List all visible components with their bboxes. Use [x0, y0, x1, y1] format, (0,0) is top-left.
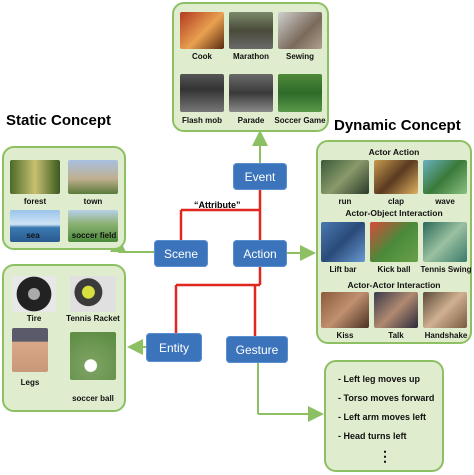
event-label-soccer-game: Soccer Game — [274, 116, 326, 125]
entity-label-legs: Legs — [20, 378, 40, 387]
dynamic-concept-heading: Dynamic Concept — [334, 117, 461, 134]
marathon-image — [229, 12, 273, 49]
entity-label-tennis-racket: Tennis Racket — [66, 314, 120, 323]
clap-image — [374, 160, 418, 194]
actor-action-title: Actor Action — [368, 147, 420, 157]
scene-label-forest: forest — [23, 197, 47, 206]
parade-image — [229, 74, 273, 112]
action-label-lift-bar: Lift bar — [329, 265, 357, 274]
entity-panel: Tire Tennis Racket Legs soccer ball — [2, 264, 126, 412]
tennis-swing-image — [423, 222, 467, 262]
static-concept-heading: Static Concept — [6, 112, 112, 129]
soccer-ball-image — [70, 332, 116, 380]
tennis-racket-image — [70, 276, 116, 312]
action-label-kick-ball: Kick ball — [377, 265, 411, 274]
forest-image — [10, 160, 60, 194]
actor-actor-title: Actor-Actor Interaction — [347, 280, 441, 290]
action-label-kiss: Kiss — [336, 331, 354, 340]
event-node: Event — [233, 163, 287, 190]
entity-label-soccer-ball: soccer ball — [72, 394, 114, 403]
tire-image — [12, 276, 56, 312]
town-image — [68, 160, 118, 194]
action-label-wave: wave — [435, 197, 455, 206]
sea-image — [10, 210, 60, 242]
action-label-handshake: Handshake — [424, 331, 468, 340]
hierarchy-links — [174, 190, 262, 336]
scene-node: Scene — [154, 240, 208, 267]
talk-image — [374, 292, 418, 328]
event-label-marathon: Marathon — [233, 52, 269, 61]
action-label-talk: Talk — [388, 331, 404, 340]
scene-panel: forest town — [2, 146, 126, 250]
action-label-tennis-swing: Tennis Swing — [420, 265, 472, 274]
gesture-node: Gesture — [226, 336, 288, 363]
scene-label-soccer-field: soccer field — [71, 231, 117, 240]
event-label-parade: Parade — [237, 116, 265, 125]
event-label-sewing: Sewing — [285, 52, 314, 61]
event-label-flash-mob: Flash mob — [181, 116, 222, 125]
legs-image — [12, 328, 48, 372]
entity-label-tire: Tire — [26, 314, 42, 323]
lift-bar-image — [321, 222, 365, 262]
sewing-image — [278, 12, 322, 49]
gesture-step-4: - Head turns left — [338, 431, 407, 441]
kiss-image — [321, 292, 369, 328]
flash-mob-image — [180, 74, 224, 112]
scene-label-sea: sea — [26, 231, 40, 240]
more-ellipsis-icon: ⋮ — [378, 448, 392, 464]
gesture-step-3: - Left arm moves left — [338, 412, 427, 422]
run-image — [321, 160, 369, 194]
event-panel: Cook Marathon Sewing Flash mob Parade So… — [172, 2, 329, 132]
gesture-step-2: - Torso moves forward — [338, 393, 435, 403]
scene-label-town: town — [83, 197, 103, 206]
entity-node: Entity — [146, 333, 202, 362]
action-node: Action — [233, 240, 287, 267]
cook-image — [180, 12, 224, 49]
attribute-label: “Attribute” — [194, 200, 241, 210]
wave-image — [423, 160, 467, 194]
action-panel: Actor Action run clap wave Actor-Object … — [316, 140, 472, 344]
soccer-game-image — [278, 74, 322, 112]
action-label-clap: clap — [387, 197, 404, 206]
action-label-run: run — [338, 197, 352, 206]
kick-ball-image — [370, 222, 418, 262]
panel-arrows — [110, 130, 324, 422]
soccer-field-image — [68, 210, 118, 242]
handshake-image — [423, 292, 467, 328]
gesture-step-1: - Left leg moves up — [338, 374, 421, 384]
gesture-panel: - Left leg moves up - Torso moves forwar… — [324, 360, 444, 472]
actor-object-title: Actor-Object Interaction — [345, 208, 443, 218]
event-label-cook: Cook — [192, 52, 212, 61]
